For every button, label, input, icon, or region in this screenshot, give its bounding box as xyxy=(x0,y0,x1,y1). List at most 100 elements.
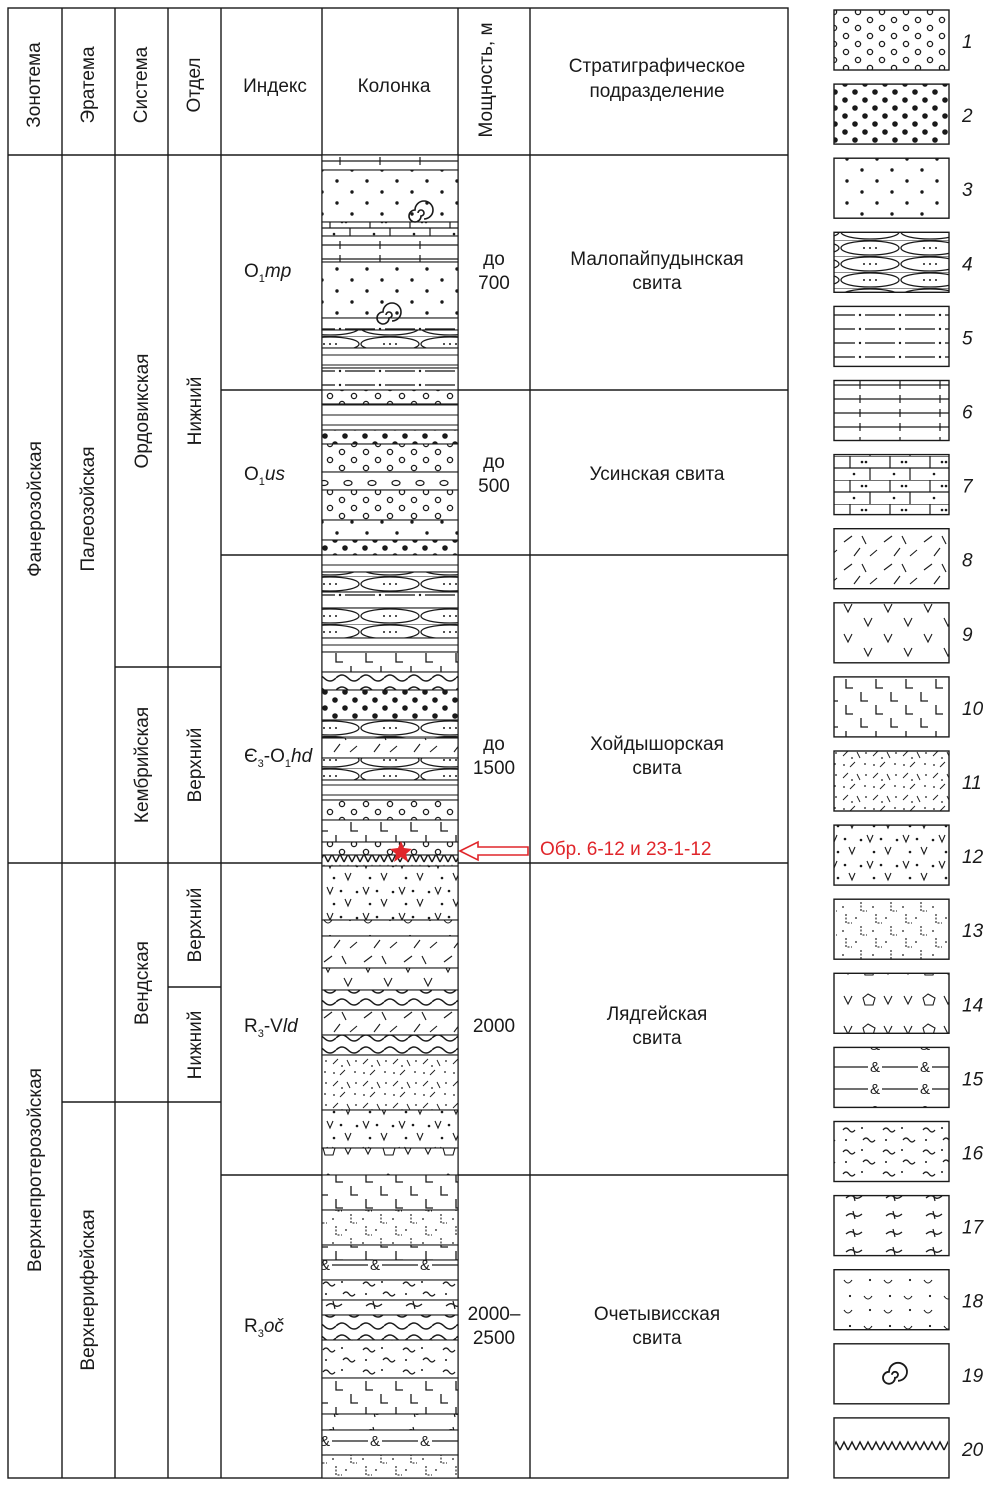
lithology-band xyxy=(321,329,459,349)
lithology-band xyxy=(321,554,459,573)
legend-item: 3 xyxy=(833,157,973,219)
legend-number: 2 xyxy=(961,106,973,127)
series-lower-2: Нижний xyxy=(185,1011,206,1080)
lithology-band xyxy=(321,235,459,263)
formation-index: Є3-O1hd xyxy=(244,746,314,770)
lithology-band xyxy=(321,429,459,445)
system-cambrian: Кембрийская xyxy=(132,707,153,823)
lithology-band xyxy=(321,367,459,391)
lithology-band xyxy=(321,854,459,867)
lithology-band xyxy=(321,571,459,593)
lithology-band xyxy=(321,1209,459,1246)
sample-arrow-icon xyxy=(458,840,529,862)
lithology-band xyxy=(321,737,459,759)
sample-star-icon xyxy=(390,841,412,862)
lithology-band xyxy=(321,1259,459,1281)
header-unit-line2: подразделение xyxy=(589,81,724,102)
legend-swatch xyxy=(833,231,950,294)
lithology-band xyxy=(321,865,459,921)
legend-swatch xyxy=(833,1194,950,1257)
formation-name: Малопайпудынская xyxy=(570,249,743,270)
lithology-band xyxy=(321,1034,459,1056)
lithology-band xyxy=(321,1109,459,1149)
legend-swatch xyxy=(833,602,950,664)
lithology-band xyxy=(321,539,459,556)
formation-thickness: до xyxy=(483,249,505,270)
legend-item: 20 xyxy=(833,1417,984,1479)
lithology-band xyxy=(321,671,459,691)
formation-name: Хойдышорская xyxy=(590,734,724,755)
legend-swatch xyxy=(833,157,950,219)
legend-item: 6 xyxy=(833,379,973,442)
sample-label: Обр. 6-12 и 23-1-12 xyxy=(540,839,711,860)
formation-thickness: 500 xyxy=(478,476,510,497)
legend-item: 14 xyxy=(833,972,983,1034)
header-series: Отдел xyxy=(184,58,205,113)
legend-number: 16 xyxy=(962,1144,984,1165)
legend-swatch xyxy=(833,972,950,1034)
series-upper-2: Верхний xyxy=(185,888,206,963)
erathem-upper-riphean: Верхнерифейская xyxy=(78,1209,99,1370)
lithology-band xyxy=(321,919,459,937)
formation-thickness: 2500 xyxy=(473,1328,515,1349)
legend-swatch xyxy=(833,824,950,886)
header-erathem: Эратема xyxy=(78,46,99,123)
legend-swatch xyxy=(833,750,950,812)
series-upper-1: Верхний xyxy=(185,728,206,803)
legend-number: 12 xyxy=(962,847,984,868)
legend-swatch xyxy=(833,898,950,960)
lithology-band xyxy=(321,1429,459,1456)
lithology-band xyxy=(321,841,459,856)
formation-name: свита xyxy=(632,1328,682,1349)
legend-item: 11 xyxy=(833,750,982,812)
lithology-band xyxy=(321,799,459,821)
legend-number: 20 xyxy=(961,1440,984,1461)
header-unit-line1: Стратиграфическое xyxy=(569,56,745,77)
rank-labels: Фанерозойская Верхнепротерозойская Палео… xyxy=(25,354,206,1371)
legend-item: 9 xyxy=(833,602,973,664)
formation-thickness: 2000– xyxy=(468,1304,521,1325)
legend-number: 4 xyxy=(962,254,973,275)
lithology-band xyxy=(321,471,459,491)
lithology-band xyxy=(321,1244,459,1261)
legend-number: 17 xyxy=(962,1218,985,1239)
legend-number: 8 xyxy=(962,551,973,572)
header-unit: Стратиграфическое подразделение xyxy=(569,56,745,102)
legend-number: 14 xyxy=(962,995,983,1016)
lithology-band xyxy=(321,607,459,639)
legend-swatch xyxy=(833,1046,950,1109)
lithology-band xyxy=(321,637,459,653)
legend-item: 2 xyxy=(833,83,973,145)
formation-name: Лядгейская xyxy=(607,1004,708,1025)
formation-rows: O1mpдо700МалопайпудынскаясвитаO1usдо500У… xyxy=(244,249,744,1349)
formation-name: свита xyxy=(632,758,682,779)
legend-item: 5 xyxy=(833,305,973,368)
legend-number: 5 xyxy=(962,328,973,349)
legend-number: 19 xyxy=(962,1366,984,1387)
table-header: Зонотема Эратема Система Отдел Индекс Ко… xyxy=(24,22,745,137)
legend-swatch xyxy=(833,676,950,738)
formation-name: Очетывисская xyxy=(594,1304,720,1325)
lithology-band xyxy=(321,489,459,521)
legend-item: 18 xyxy=(833,1268,984,1331)
fossil-icon xyxy=(376,302,402,325)
lithology-band xyxy=(321,757,459,781)
legend-number: 11 xyxy=(962,773,982,794)
system-ordovician: Ордовикская xyxy=(132,354,153,469)
formation-thickness: до xyxy=(483,734,505,755)
lithology-band xyxy=(321,1279,459,1301)
lithology-band xyxy=(321,347,459,369)
legend-number: 1 xyxy=(962,32,973,53)
lithology-band xyxy=(321,689,459,721)
lithology-band xyxy=(321,1413,459,1431)
legend-item: 13 xyxy=(833,898,984,960)
formation-name: свита xyxy=(632,273,682,294)
legend-item: 4 xyxy=(833,231,973,294)
legend-item: 7 xyxy=(833,453,974,516)
legend-number: 6 xyxy=(962,403,973,424)
lithology-band xyxy=(321,967,459,991)
